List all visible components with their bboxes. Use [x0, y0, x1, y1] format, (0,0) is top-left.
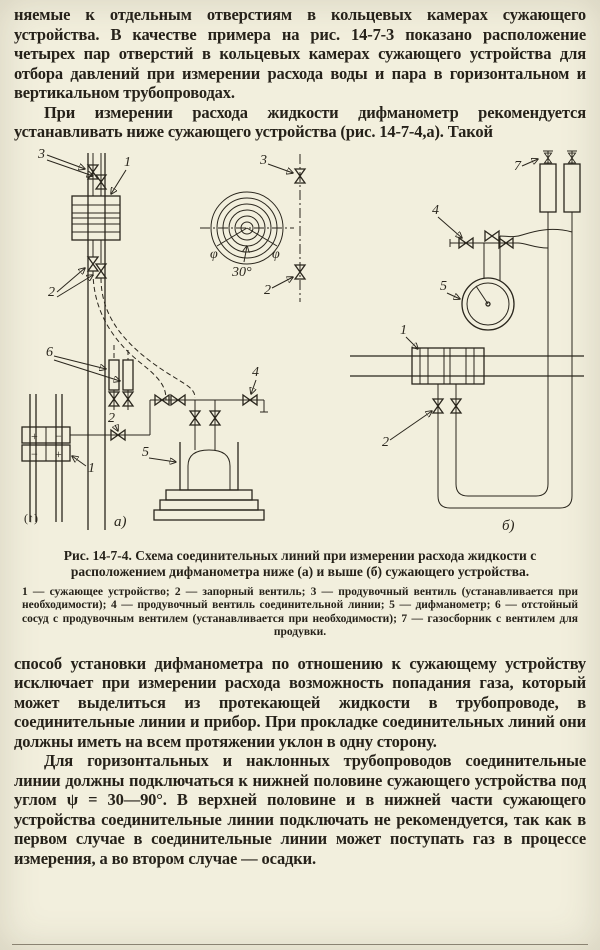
fig-tag-a: а) [114, 514, 127, 530]
figure-legend: 1 — сужающее устройство; 2 — запорный ве… [22, 585, 578, 639]
fig-label-7: 7 [514, 159, 522, 174]
figure-14-7-4: + − − + (↑) [14, 144, 586, 640]
fig-label-5: 5 [440, 279, 447, 294]
page-bottom-rule [12, 944, 588, 945]
fig-label-1: 1 [124, 155, 131, 170]
fig-label-3: 3 [37, 147, 45, 162]
horizontal-pipe [350, 354, 584, 377]
fig-label-4: 4 [252, 365, 259, 380]
paragraph-2: При измерении расхода жидкости дифманоме… [14, 102, 586, 142]
fig-label-1: 1 [400, 323, 407, 338]
figure-diagram: + − − + (↑) [21, 147, 584, 534]
valve-icon [484, 229, 500, 242]
fig-label-2: 2 [264, 283, 271, 298]
figure-caption-block: Рис. 14-7-4. Схема соединительных линий … [14, 548, 586, 640]
diff-manometer [153, 441, 265, 521]
fig-label-phi: φ [210, 247, 218, 262]
paragraph-4: Для горизонтальных и наклонных трубопров… [14, 751, 586, 868]
diagram-a: + − − + (↑) [21, 147, 268, 530]
fig-label-2: 2 [382, 435, 389, 450]
fig-label-phi: φ [272, 247, 280, 262]
paragraph-3: способ установки дифманометра по отношен… [14, 653, 586, 751]
minus-sign: − [31, 447, 38, 461]
gas-collector [563, 162, 581, 213]
fig-label-3: 3 [259, 153, 267, 168]
fig-label-30deg: 30° [231, 265, 252, 280]
fig-label-4: 4 [432, 203, 439, 218]
cross-section: φ φ 30° 3 2 [200, 153, 306, 302]
vertical-pipe [87, 152, 106, 530]
fig-label-1: 1 [88, 461, 95, 476]
diagram-b: 7 4 5 1 2 б) [350, 150, 584, 534]
tap-polarity-detail: + − − + (↑) [21, 393, 151, 525]
loop-inner [455, 211, 549, 496]
impulse-curve-1 [92, 270, 167, 400]
plus-sign: + [55, 447, 62, 461]
loop-outer [437, 211, 573, 508]
fig-label-2: 2 [108, 411, 115, 426]
minus-sign: − [55, 429, 62, 443]
fig-label-5: 5 [142, 445, 149, 460]
plus-sign: + [31, 429, 38, 443]
condensate-pot [122, 358, 134, 391]
condensate-pot [108, 358, 120, 391]
paragraph-1: няемые к отдельным отверстиям в кольцевы… [14, 5, 586, 102]
gas-collectors [539, 150, 581, 213]
orifice-flange [411, 346, 485, 385]
fig-tag-b: б) [502, 518, 515, 534]
fig-label-2: 2 [48, 285, 55, 300]
figure-caption: Рис. 14-7-4. Схема соединительных линий … [63, 547, 537, 580]
impulse-curve-2 [100, 277, 196, 398]
fig-label-6: 6 [46, 345, 53, 360]
gauge [461, 276, 515, 331]
gas-collector [539, 162, 557, 213]
flow-direction-mark: (↑) [24, 511, 38, 525]
